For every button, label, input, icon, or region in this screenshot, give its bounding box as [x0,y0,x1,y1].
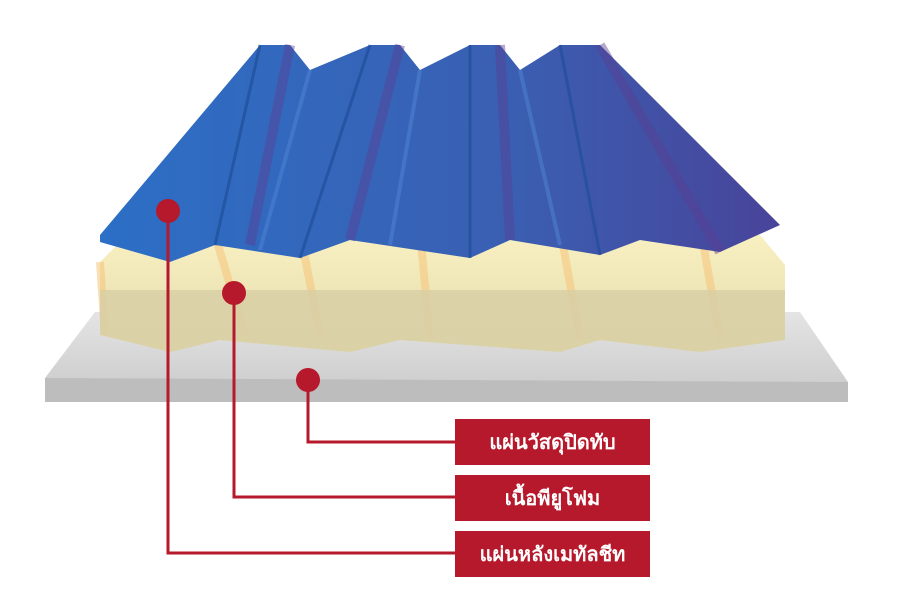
label-metal-sheet: แผ่นหลังเมทัลชีท [455,531,650,577]
leader-line-foam [232,293,455,499]
marker-dot-metal [156,199,180,223]
leader-lines [166,211,455,555]
marker-dot-cover [296,368,320,392]
roof-cover-sheet [100,42,780,262]
leader-line-metal [166,211,455,555]
marker-dot-foam [222,281,246,305]
marker-dots [156,199,320,392]
label-cover-material: แผ่นวัสดุปิดทับ [455,419,650,465]
leader-line-cover [306,380,455,444]
label-pu-foam: เนื้อพียูโฟม [455,475,650,521]
